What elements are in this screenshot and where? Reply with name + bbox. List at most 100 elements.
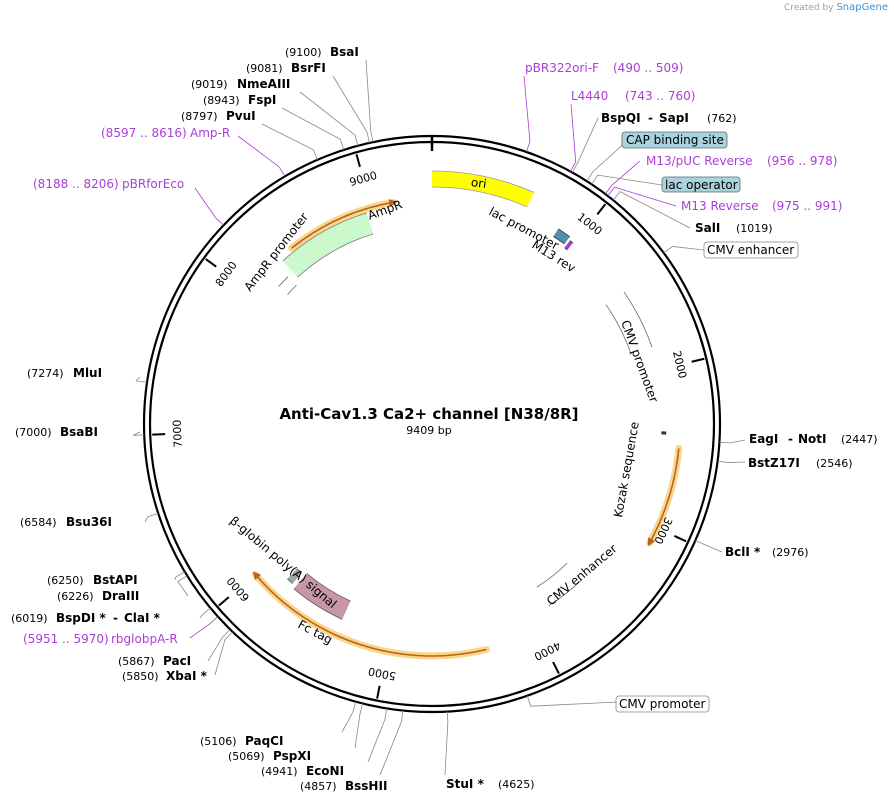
feature-edge [293,588,343,620]
enzyme-label-paqci: (5106) PaqCI [200,734,283,748]
box-label-cap-binding-site: CAP binding site [621,131,728,149]
feature-cmv-promoter [605,291,653,355]
leader-line [523,75,531,153]
leader-line [570,103,577,172]
svg-text:BspDI *: BspDI * [56,611,106,625]
leader-line [719,439,746,444]
feature-edge [623,291,653,348]
svg-text:(6226): (6226) [57,590,94,603]
orf-arrow [252,571,487,657]
enzyme-label-paci: (5867)PacI [118,654,191,668]
feature-edge [282,212,367,262]
feature-edge [605,304,632,355]
tick-mark [218,596,230,607]
svg-text:(762): (762) [707,112,737,125]
tick-mark [673,535,687,543]
svg-text:BsrFI: BsrFI [291,61,326,75]
leader-line [144,513,159,523]
leader-line [261,123,318,160]
enzyme-label-mlui: (7274)MluI [27,366,102,380]
svg-text:StuI *: StuI * [446,777,485,791]
feature-edge [296,568,302,574]
leader-line [367,708,388,763]
feature-cmv-enhancer [536,562,583,606]
svg-text:(2447): (2447) [841,433,878,446]
feature-edge [286,578,293,584]
feature-label-ori: ori [470,175,487,191]
svg-text:ClaI *: ClaI * [124,611,161,625]
svg-text:(8943): (8943) [203,94,240,107]
tick-mark [355,154,361,168]
leader-line [174,571,185,581]
svg-text:CMV enhancer: CMV enhancer [707,243,794,257]
enzyme-label-bstapi: (6250) BstAPI [47,573,138,587]
feature-edge [564,247,568,251]
leader-line [379,710,404,776]
svg-text:SapI: SapI [659,111,689,125]
enzyme-label-bspqi-sapi: BspQI - SapI (762) [601,111,737,125]
svg-text:(2976): (2976) [772,546,809,559]
svg-text:(1019): (1019) [736,222,773,235]
enzyme-label-sali: SalI(1019) [695,221,773,235]
svg-text:NmeAIII: NmeAIII [237,77,290,91]
tick-label: 2000 [670,350,689,380]
svg-text:EcoNI: EcoNI [306,764,344,778]
svg-text:BclI *: BclI * [725,545,761,559]
svg-text:CAP binding site: CAP binding site [626,133,724,147]
svg-text:(5850): (5850) [122,670,159,683]
svg-text:DraIII: DraIII [102,589,139,603]
leader-line [189,616,219,639]
tick-label: 7000 [171,419,185,447]
enzyme-label-econi: (4941) EcoNI [261,764,344,778]
leader-line [332,75,370,143]
svg-text:(743 .. 760): (743 .. 760) [625,89,695,103]
snapgene-credit: Created by SnapGene [784,2,888,13]
feature-lac-promoter [553,228,570,244]
primer-label-pbr322ori-f: pBR322ori-F(490 .. 509) [525,61,683,75]
svg-text:NotI: NotI [798,432,827,446]
svg-text:lac operator: lac operator [665,178,738,192]
tick-mark [552,661,560,675]
svg-text:(8797): (8797) [181,110,218,123]
svg-text:PaqCI: PaqCI [245,734,283,748]
box-label-cmv-promoter: CMV promoter [615,695,710,713]
svg-text:L4440: L4440 [571,89,608,103]
enzyme-label-nmeaiii: (9019) NmeAIII [191,77,290,91]
svg-text:BssHII: BssHII [345,779,387,793]
svg-text:(5106): (5106) [200,735,237,748]
enzyme-label-bstz17i: BstZ17I (2546) [748,456,853,470]
feature-edge [306,573,351,602]
feature-m13-rev [564,240,573,250]
enzyme-label-pspxi: (5069)PspXI [228,749,311,763]
credit-prefix: Created by [784,3,834,13]
svg-text:XbaI *: XbaI * [166,669,208,683]
svg-text:(9081): (9081) [246,62,283,75]
primer-label-m13-reverse: M13 Reverse(975 .. 991) [681,199,842,213]
svg-text:BsaBI: BsaBI [60,425,98,439]
leader-line [591,174,663,186]
leader-line [299,91,359,146]
svg-text:pBRforEco: pBRforEco [122,177,184,191]
svg-text:(2546): (2546) [816,457,853,470]
enzyme-label-stui: StuI *(4625) [446,777,535,791]
leader-line [194,187,224,226]
leader-line [586,139,629,182]
leader-line [133,431,145,436]
feature-label-kozak: Kozak sequence [611,421,642,519]
enzyme-label-bcli: BclI * (2976) [725,545,809,559]
svg-text:BstAPI: BstAPI [93,573,138,587]
svg-text:(956 .. 978): (956 .. 978) [767,154,837,168]
svg-text:(6250): (6250) [47,574,84,587]
svg-text:-: - [648,111,653,125]
svg-text:(4941): (4941) [261,765,298,778]
svg-text:BstZ17I: BstZ17I [748,456,800,470]
svg-text:PacI: PacI [163,654,191,668]
svg-text:(9019): (9019) [191,78,228,91]
svg-text:(975 .. 991): (975 .. 991) [772,199,842,213]
feature-edge [431,170,534,193]
leader-line [199,607,211,619]
primer-label-amp-r: (8597 .. 8616)Amp-R [101,126,230,140]
svg-text:(8188 .. 8206): (8188 .. 8206) [33,177,119,191]
svg-text:(490 .. 509): (490 .. 509) [613,61,683,75]
enzyme-label-bspdi-clai: (6019) BspDI * - ClaI * [11,611,161,625]
